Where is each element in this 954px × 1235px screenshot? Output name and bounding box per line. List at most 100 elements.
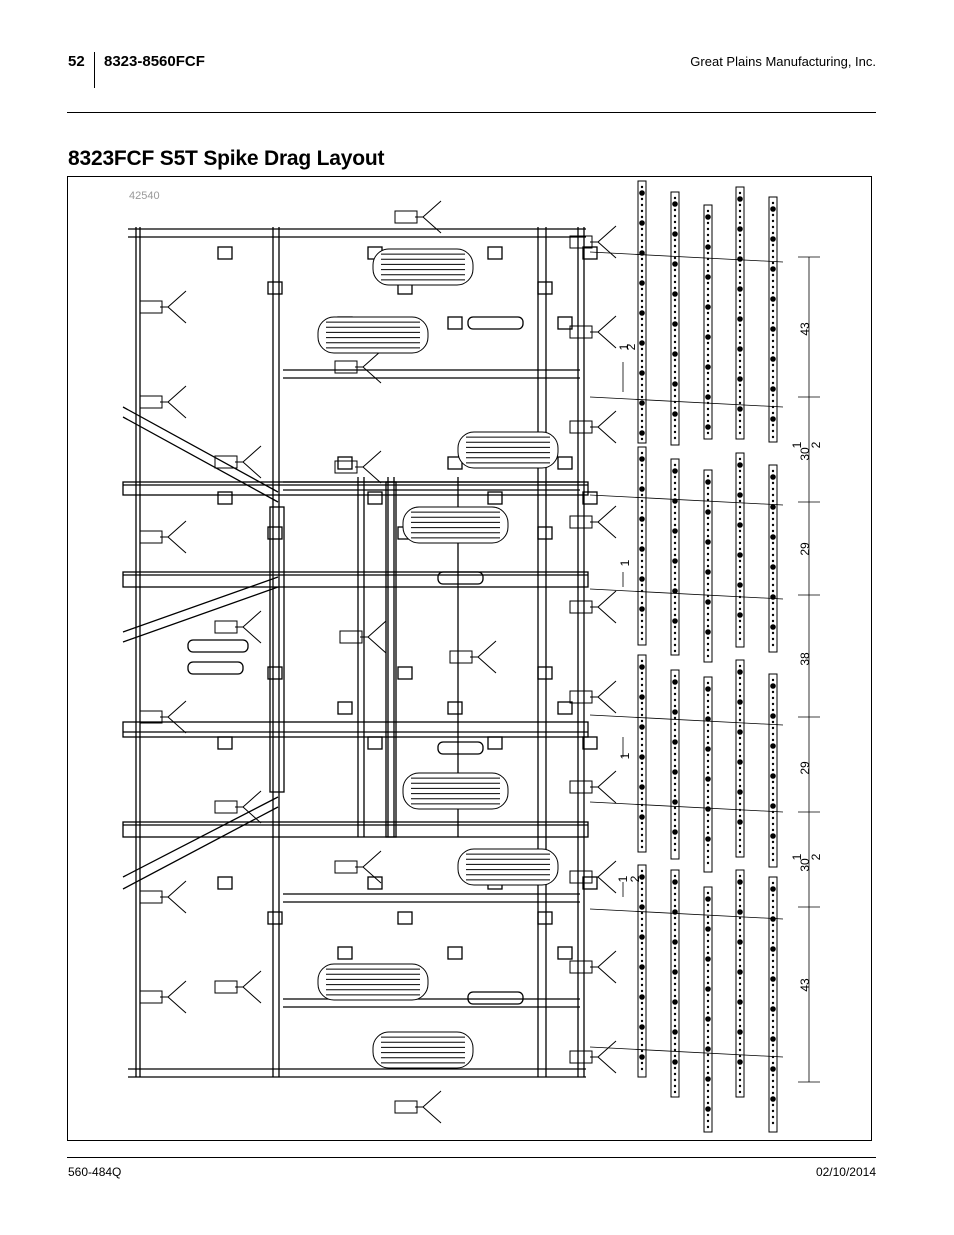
bar-hole: [673, 388, 677, 392]
bar-hole: [673, 842, 677, 846]
bar-hole: [738, 469, 742, 473]
bar-hole: [771, 487, 775, 491]
bar-hole: [640, 571, 644, 575]
bar-hole: [673, 424, 677, 428]
bar-hole: [738, 700, 742, 704]
bar-hole: [738, 1084, 742, 1088]
bar-hole: [771, 481, 775, 485]
sweep-tine: [590, 505, 617, 539]
bar-hole: [706, 510, 710, 514]
bar-hole: [673, 589, 677, 593]
mount-bracket: [337, 946, 353, 960]
bar-hole: [706, 341, 710, 345]
bar-hole: [706, 263, 710, 267]
bar-hole: [673, 631, 677, 635]
bar-hole: [673, 1006, 677, 1010]
bar-hole: [640, 335, 644, 339]
bar-hole: [771, 207, 775, 211]
bar-hole: [640, 755, 644, 759]
bar-hole: [771, 291, 775, 295]
tire: [317, 316, 429, 354]
bar-hole: [706, 849, 710, 853]
bar-hole: [771, 684, 775, 688]
drag-bar: [637, 654, 647, 853]
bar-hole: [771, 345, 775, 349]
bar-hole: [771, 435, 775, 439]
bar-hole: [771, 858, 775, 862]
bar-hole: [640, 457, 644, 461]
footer-rule: [67, 1157, 876, 1158]
dimension-label: 1: [790, 853, 804, 860]
mount-bracket: [557, 946, 573, 960]
shank-clamp: [214, 620, 238, 634]
sweep-tine: [355, 850, 382, 884]
bar-hole: [738, 778, 742, 782]
bar-hole: [673, 1024, 677, 1028]
bar-hole: [706, 1047, 710, 1051]
tire: [457, 431, 559, 469]
bar-hole: [771, 887, 775, 891]
bar-hole: [738, 419, 742, 423]
bar-hole: [673, 238, 677, 242]
bar-hole: [771, 565, 775, 569]
bar-hole: [706, 909, 710, 913]
bar-hole: [771, 511, 775, 515]
bar-hole: [771, 852, 775, 856]
bar-hole: [771, 505, 775, 509]
bar-hole: [640, 917, 644, 921]
bar-hole: [640, 1055, 644, 1059]
bar-hole: [738, 311, 742, 315]
bar-hole: [673, 806, 677, 810]
bar-hole: [706, 795, 710, 799]
bar-hole: [771, 559, 775, 563]
mount-bracket: [487, 246, 503, 260]
bar-hole: [738, 517, 742, 521]
bar-hole: [771, 744, 775, 748]
bar-hole: [640, 451, 644, 455]
dimension-label: 30: [798, 447, 812, 461]
shank-clamp: [214, 455, 238, 469]
bar-hole: [673, 382, 677, 386]
bar-hole: [673, 934, 677, 938]
chain-line: [589, 588, 784, 600]
bar-hole: [673, 565, 677, 569]
bar-hole: [738, 269, 742, 273]
bar-hole: [771, 595, 775, 599]
bar-hole: [738, 688, 742, 692]
bar-hole: [738, 1090, 742, 1094]
bar-hole: [673, 1042, 677, 1046]
bar-hole: [673, 1084, 677, 1088]
bar-hole: [738, 395, 742, 399]
bar-hole: [771, 714, 775, 718]
bar-hole: [640, 983, 644, 987]
bar-hole: [771, 613, 775, 617]
mount-bracket: [217, 246, 233, 260]
implement-frame: [122, 227, 598, 1078]
bar-hole: [738, 347, 742, 351]
bar-hole: [640, 601, 644, 605]
shank-clamp: [394, 1100, 418, 1114]
mount-bracket: [337, 456, 353, 470]
bar-hole: [640, 469, 644, 473]
bar-hole: [673, 226, 677, 230]
bar-hole: [738, 511, 742, 515]
bar-hole: [771, 1037, 775, 1041]
bar-hole: [738, 748, 742, 752]
bar-hole: [673, 892, 677, 896]
bar-hole: [673, 800, 677, 804]
bar-hole: [706, 963, 710, 967]
bar-hole: [771, 1031, 775, 1035]
offset-label: 1: [618, 752, 632, 759]
bar-hole: [771, 553, 775, 557]
bar-hole: [640, 935, 644, 939]
sweep-tine: [590, 225, 617, 259]
sweep-tine: [590, 315, 617, 349]
bar-hole: [706, 299, 710, 303]
bar-hole: [738, 922, 742, 926]
bar-hole: [673, 1018, 677, 1022]
bar-hole: [738, 215, 742, 219]
bar-hole: [706, 540, 710, 544]
dimension-lines: [589, 251, 820, 1083]
bar-hole: [771, 517, 775, 521]
tire: [457, 848, 559, 886]
